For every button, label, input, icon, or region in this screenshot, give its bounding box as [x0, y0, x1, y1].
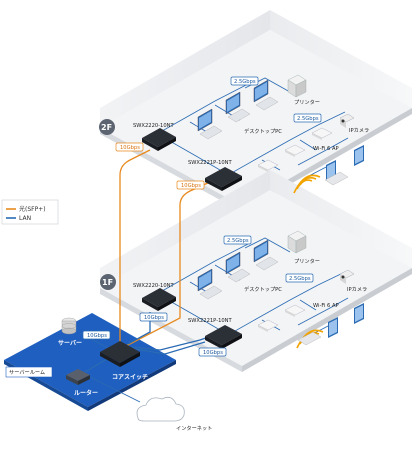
lan-router-to-internet	[87, 375, 141, 403]
wifi-ap-1f-a[interactable]	[257, 319, 279, 332]
ip-camera-2f[interactable]	[339, 113, 355, 128]
server-room-edge-right	[88, 360, 176, 411]
laptop-1f[interactable]	[297, 331, 322, 346]
camera-label-1f: IPカメラ	[347, 286, 367, 293]
devices-1f: 1F SWX2220-10NT デスクトップPC プリンター	[100, 230, 367, 357]
switch-swx2220-2f-label: SWX2220-10NT	[133, 123, 175, 129]
tablet-1f-b[interactable]	[354, 303, 364, 324]
core-switch[interactable]	[100, 341, 140, 367]
speed-badge-2f-uplink-a	[115, 142, 144, 152]
speed-badge-1f-printer	[223, 235, 252, 245]
lan-to-1f-poe-b	[134, 341, 206, 355]
speed-badge-2f-ap-text: 2.5Gbps	[297, 116, 319, 122]
devices-2f: 2F SWX2220-10NT デスクトップPC	[99, 74, 369, 194]
legend-lan-label: LAN	[19, 215, 31, 222]
wifi-signal-2f-icon	[293, 174, 321, 194]
tablet-1f-a[interactable]	[328, 317, 338, 338]
server-room-floor	[4, 313, 176, 407]
camera-label-2f: IPカメラ	[349, 127, 369, 134]
speed-badge-2f-uplink-b-text: 10Gbps	[181, 183, 201, 189]
cables-2f	[154, 77, 349, 179]
speed-badge-server	[82, 330, 111, 340]
server-icon[interactable]	[61, 317, 77, 335]
floor-2f	[100, 10, 412, 212]
wifi-ap-1f-b[interactable]	[284, 304, 306, 317]
speed-badge-2f-printer-text: 2.5Gbps	[234, 79, 256, 85]
printer-label-1f: プリンター	[294, 257, 320, 265]
switch-swx2221p-2f[interactable]	[205, 167, 242, 191]
switch-swx2221p-1f[interactable]	[205, 325, 242, 349]
floor-1f-right-wall	[270, 170, 412, 268]
floor-1f	[100, 170, 412, 372]
desktop-pc-2f-a[interactable]	[197, 108, 223, 140]
switch-swx2220-1f-label: SWX2220-10NT	[133, 283, 175, 289]
internet-label: インターネット	[176, 424, 212, 432]
desktop-pc-1f-a[interactable]	[197, 268, 223, 300]
speed-badge-2f-printer	[230, 76, 259, 86]
router-icon[interactable]	[66, 369, 90, 385]
legend-box	[1, 199, 59, 225]
printer-2f[interactable]	[287, 74, 307, 98]
speed-badge-server-text: 10Gbps	[87, 333, 107, 339]
switch-swx2221p-1f-label: SWX2221P-10NT	[188, 318, 233, 324]
ap-label-1f: Wi-Fi 6 AP	[313, 303, 339, 309]
server-room: サーバールーム	[4, 313, 176, 411]
speed-badge-1f-ap-text: 2.5Gbps	[289, 276, 311, 282]
fiber-to-2f-switch	[119, 149, 151, 342]
speed-badge-1f-uplink-b-text: 10Gbps	[203, 350, 223, 356]
floor-badge-1f	[100, 274, 116, 290]
fiber-to-2f-poe	[125, 181, 211, 347]
desktop-pc-1f-b[interactable]	[225, 251, 251, 283]
floor-2f-right-wall	[270, 10, 412, 108]
legend-fiber-label: 光(SFP+)	[19, 205, 46, 213]
server-room-title-box	[5, 366, 53, 378]
desktop-label-1f: デスクトップPC	[244, 285, 282, 293]
floor-1f-right-edge	[242, 268, 412, 372]
laptop-2f[interactable]	[324, 171, 349, 186]
printer-1f[interactable]	[287, 230, 307, 254]
speed-badge-1f-uplink-b	[198, 347, 227, 357]
ap-label-2f: Wi-Fi 6 AP	[313, 146, 339, 152]
floor-badge-1f-label: 1F	[102, 278, 113, 287]
desktop-pc-2f-b[interactable]	[225, 91, 251, 123]
ip-camera-1f[interactable]	[339, 269, 355, 284]
floor-badge-2f	[99, 119, 115, 135]
speed-badge-1f-uplink-a-text: 10Gbps	[144, 315, 164, 321]
speed-badge-1f-printer-text: 2.5Gbps	[227, 238, 249, 244]
floor-2f-left-wall	[100, 10, 270, 128]
floor-2f-floor	[100, 30, 412, 206]
floor-badge-2f-label: 2F	[101, 123, 112, 132]
server-room-title: サーバールーム	[9, 369, 45, 376]
router-label: ルーター	[74, 389, 98, 397]
server-room-devices: サーバー 10Gbps コアスイッチ ルーター	[58, 317, 148, 397]
floor-1f-floor	[100, 190, 412, 366]
switch-swx2220-1f[interactable]	[142, 288, 176, 311]
speed-badge-2f-uplink-b	[176, 180, 205, 190]
wifi-ap-2f-b[interactable]	[284, 144, 306, 157]
internet-cloud-icon[interactable]	[136, 396, 185, 422]
server-label: サーバー	[58, 339, 82, 347]
speed-badge-2f-uplink-a-text: 10Gbps	[120, 145, 140, 151]
tablet-2f-b[interactable]	[354, 145, 364, 166]
core-switch-label: コアスイッチ	[112, 374, 148, 381]
wifi-ap-2f-a[interactable]	[257, 159, 279, 172]
speed-badge-1f-uplink-a	[139, 312, 168, 322]
legend: 光(SFP+) LAN	[1, 199, 59, 225]
switch-swx2220-2f[interactable]	[142, 128, 176, 151]
desktop-label-2f: デスクトップPC	[244, 127, 282, 135]
switch-swx2221p-2f-label: SWX2221P-10NT	[188, 160, 233, 166]
speed-badge-1f-ap	[285, 273, 314, 283]
printer-label-2f: プリンター	[294, 98, 320, 106]
desktop-pc-1f-c[interactable]	[253, 239, 279, 271]
wifi-ap-2f-c[interactable]	[311, 127, 333, 140]
floor-1f-left-wall	[100, 170, 270, 288]
desktop-pc-2f-c[interactable]	[253, 79, 279, 111]
speed-badge-2f-ap	[293, 113, 322, 123]
